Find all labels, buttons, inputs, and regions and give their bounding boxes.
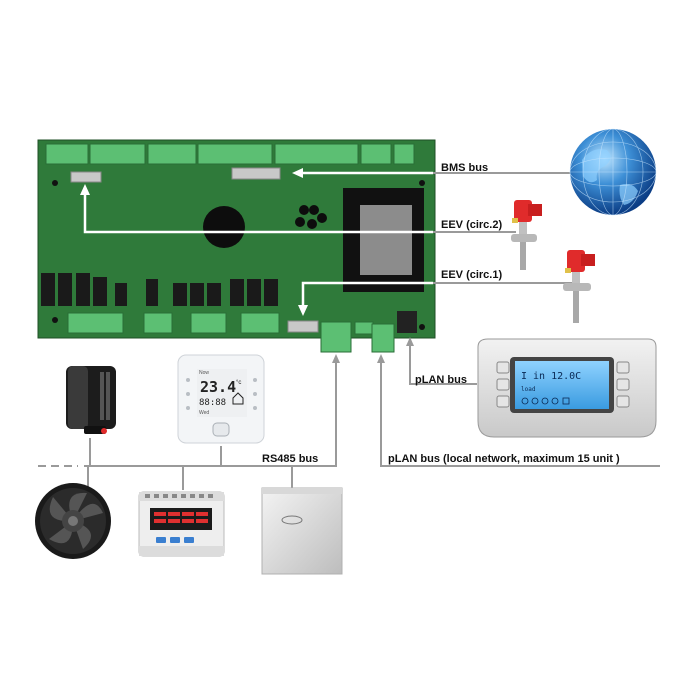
terminal-button[interactable] xyxy=(496,361,510,374)
eev-circ1-arrowhead xyxy=(298,305,308,316)
eev-circ1-label: EEV (circ.1) xyxy=(441,269,503,281)
wall-sensor-icon xyxy=(261,487,343,575)
lcd-screen xyxy=(515,361,609,409)
plan-bus-display-label: pLAN bus xyxy=(415,374,467,386)
serial-port-bottom xyxy=(287,320,319,333)
thermostat-button[interactable] xyxy=(212,422,230,437)
relay-blocks xyxy=(41,273,278,306)
expansion-valve-icon xyxy=(563,250,595,323)
bms-arrowhead xyxy=(292,168,303,178)
terminal-button[interactable] xyxy=(496,395,510,408)
thermostat-sub-label: Wed xyxy=(199,410,209,416)
globe-icon xyxy=(569,128,657,216)
terminal-display-icon: I in 12.0C load xyxy=(477,338,657,438)
thermostat-top-text: Now xyxy=(199,370,209,376)
thermostat-sub-reading: 88:88 xyxy=(199,398,226,408)
eev-circ2-arrowhead xyxy=(80,184,90,195)
room-thermostat-icon: Now 23.4 °c 88:88 Wed xyxy=(177,354,265,444)
thermostat-unit: °c xyxy=(236,380,241,386)
terminal-button[interactable] xyxy=(616,378,630,391)
plan-display-line xyxy=(409,343,477,385)
humidity-sensor-icon xyxy=(66,366,116,434)
buzzer xyxy=(203,206,245,248)
rs485-connector xyxy=(320,321,352,353)
rs485-bus-label: RS485 bus xyxy=(262,453,319,465)
led-cluster xyxy=(295,205,327,229)
plan-connector xyxy=(371,323,395,353)
serial-port-left xyxy=(70,171,102,183)
terminal-button[interactable] xyxy=(616,361,630,374)
terminal-button[interactable] xyxy=(616,395,630,408)
bottom-terminal-blocks xyxy=(67,311,417,335)
lcd-line2: load xyxy=(521,386,536,393)
lcd-line1: I in 12.0C xyxy=(521,371,581,382)
energy-meter-icon xyxy=(138,491,225,557)
thermostat-reading: 23.4 xyxy=(200,378,236,396)
plan-bus-network-label: pLAN bus (local network, maximum 15 unit… xyxy=(388,453,620,465)
serial-port-bms xyxy=(231,167,281,180)
fan-icon xyxy=(35,483,111,559)
expansion-valve-icon xyxy=(511,200,542,270)
top-terminal-blocks xyxy=(45,143,415,165)
bms-bus-label: BMS bus xyxy=(441,162,489,174)
eev-circ2-label: EEV (circ.2) xyxy=(441,219,503,231)
terminal-button[interactable] xyxy=(496,378,510,391)
rs485-bus-line xyxy=(84,360,337,467)
plan-network-line xyxy=(380,360,660,467)
connection-lines xyxy=(38,168,660,490)
